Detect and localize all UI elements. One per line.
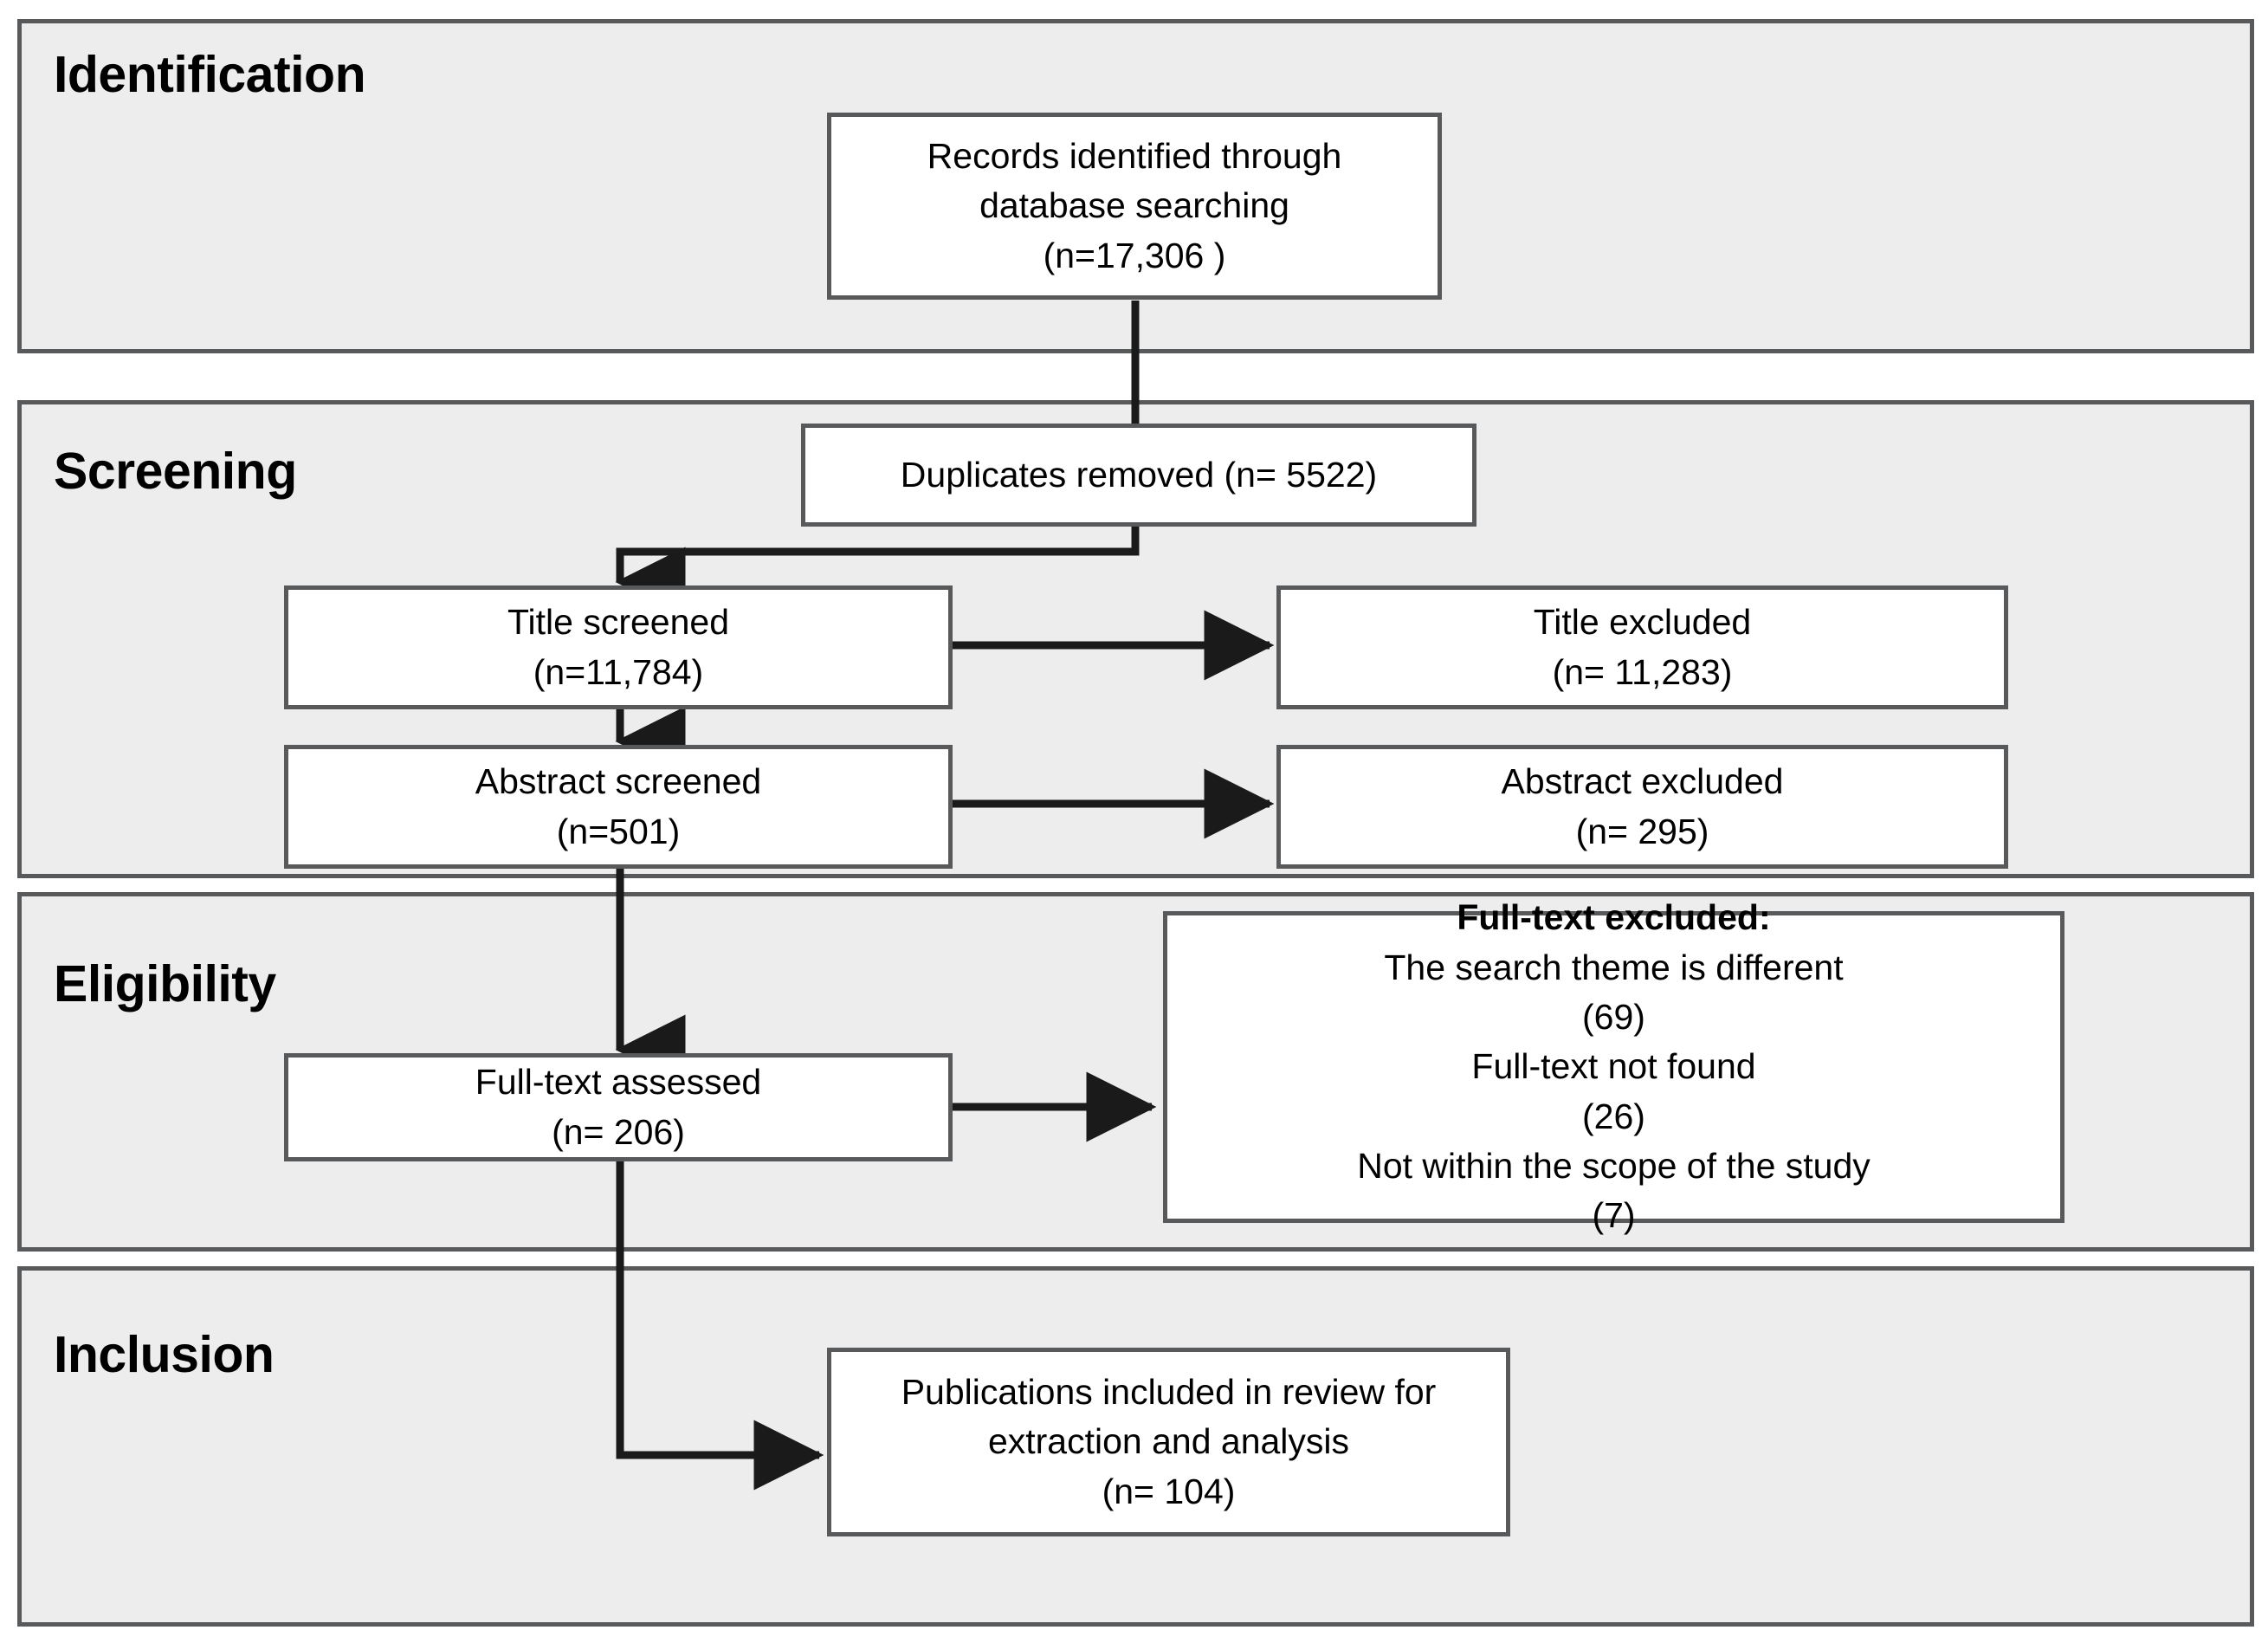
node-text-line: Duplicates removed (n= 5522) [900, 454, 1378, 495]
node-text-line: Not within the scope of the study [1357, 1146, 1871, 1187]
node-text-line: extraction and analysis [987, 1421, 1350, 1462]
node-text-line: (7) [1592, 1195, 1636, 1236]
node-fulltext-assessed: Full-text assessed (n= 206) [284, 1053, 953, 1161]
stage-label-inclusion: Inclusion [54, 1326, 275, 1383]
node-text-line: database searching [979, 185, 1289, 226]
stage-label-screening: Screening [54, 443, 297, 500]
node-publications-included: Publications included in review for extr… [827, 1348, 1510, 1536]
stage-label-eligibility: Eligibility [54, 955, 276, 1012]
node-text-line: (n=17,306 ) [1043, 235, 1226, 275]
node-text-line: Abstract screened [475, 761, 762, 802]
node-text-line: (n=11,784) [533, 651, 704, 692]
node-text-line-heading: Full-text excluded: [1457, 897, 1771, 938]
node-title-excluded: Title excluded (n= 11,283) [1276, 585, 2008, 709]
node-text-line: Title excluded [1533, 602, 1752, 643]
node-title-screened: Title screened (n=11,784) [284, 585, 953, 709]
node-text-line: (n= 11,283) [1552, 651, 1733, 692]
node-text-line: (26) [1582, 1096, 1645, 1136]
node-abstract-screened: Abstract screened (n=501) [284, 745, 953, 869]
node-text-line: Title screened [507, 602, 729, 643]
node-text-line: (n=501) [556, 811, 681, 851]
node-text-line: Full-text not found [1471, 1046, 1756, 1087]
node-records-identified: Records identified through database sear… [827, 113, 1442, 300]
node-text-line: The search theme is different [1384, 947, 1844, 987]
node-text-line: Publications included in review for [901, 1371, 1437, 1412]
node-text-line: Full-text assessed [475, 1062, 762, 1103]
node-text-line: (n= 206) [552, 1111, 685, 1152]
node-text-line: (n= 295) [1575, 811, 1709, 851]
stage-label-identification: Identification [54, 46, 366, 103]
node-fulltext-excluded: Full-text excluded: The search theme is … [1163, 897, 2064, 1235]
node-duplicates-removed: Duplicates removed (n= 5522) [801, 424, 1476, 527]
node-text-line: (69) [1582, 996, 1645, 1037]
node-text-line: Records identified through [927, 135, 1342, 176]
node-abstract-excluded: Abstract excluded (n= 295) [1276, 745, 2008, 869]
node-text-line: (n= 104) [1102, 1471, 1236, 1511]
node-text-line: Abstract excluded [1501, 761, 1784, 802]
